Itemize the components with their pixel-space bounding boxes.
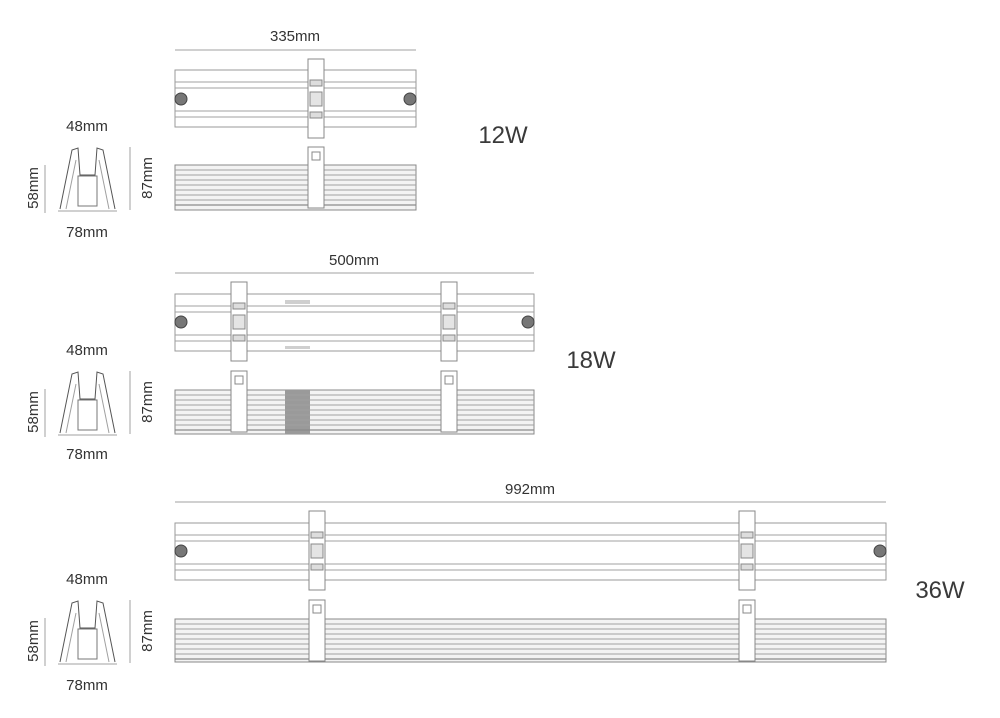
mounting-clip: [738, 510, 756, 591]
end-cap-icon: [521, 315, 535, 329]
mounting-clip: [308, 510, 326, 591]
profile-bottom-width: 78mm: [66, 446, 108, 463]
profile-height-left: 58mm: [25, 620, 42, 662]
profile-height-right: 87mm: [139, 381, 156, 423]
mounting-clip: [307, 58, 325, 139]
profile-height-left: 58mm: [25, 167, 42, 209]
profile-height-right: 87mm: [139, 157, 156, 199]
profile-top-width: 48mm: [66, 342, 108, 359]
top-view: [174, 281, 535, 362]
top-view: [174, 58, 417, 139]
end-cap-icon: [403, 92, 417, 106]
end-cap-icon: [174, 315, 188, 329]
mounting-clip: [230, 281, 248, 362]
end-cap-icon: [174, 544, 188, 558]
side-view: [174, 599, 887, 663]
product-group-18w: 500mm: [25, 252, 616, 463]
mounting-clip: [738, 599, 756, 662]
profile-cross-section: 48mm 78mm 58mm 87mm: [25, 571, 156, 694]
profile-bottom-width: 78mm: [66, 677, 108, 694]
wattage-label: 36W: [915, 577, 965, 604]
profile-bottom-width: 78mm: [66, 224, 108, 241]
mounting-clip: [308, 599, 326, 662]
mounting-clip: [440, 281, 458, 362]
end-cap-icon: [174, 92, 188, 106]
wattage-label: 12W: [478, 122, 528, 149]
profile-height-left: 58mm: [25, 391, 42, 433]
length-label: 992mm: [505, 481, 555, 498]
product-group-36w: 992mm: [25, 481, 965, 694]
mounting-clip: [440, 370, 458, 433]
profile-top-width: 48mm: [66, 571, 108, 588]
mounting-clip: [307, 146, 325, 209]
profile-top-width: 48mm: [66, 118, 108, 135]
profile-cross-section: 48mm 78mm 58mm 87mm: [25, 342, 156, 463]
wattage-label: 18W: [566, 347, 616, 374]
length-label: 500mm: [329, 252, 379, 269]
mounting-clip: [230, 370, 248, 433]
product-group-12w: 335mm: [25, 28, 528, 241]
profile-height-right: 87mm: [139, 610, 156, 652]
side-view: [174, 146, 417, 211]
top-view: [174, 510, 887, 591]
profile-cross-section: 48mm 78mm 58mm 87mm: [25, 118, 156, 241]
length-label: 335mm: [270, 28, 320, 45]
end-cap-icon: [873, 544, 887, 558]
side-view: [174, 370, 535, 435]
